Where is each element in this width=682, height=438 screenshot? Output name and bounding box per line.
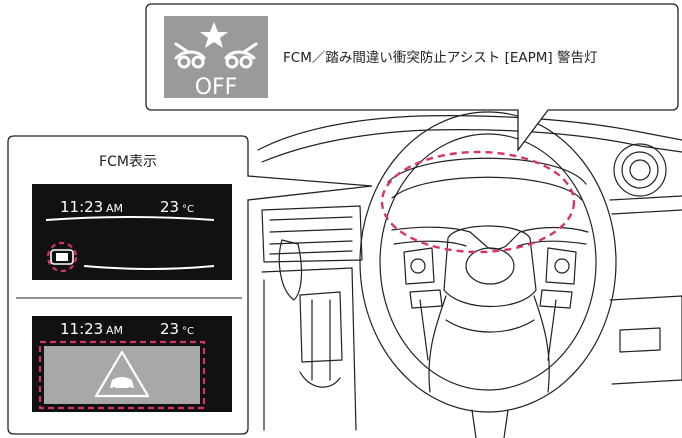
warning-screen-highlight [38,340,206,410]
fcm-car-indicator-icon [50,249,74,265]
meter-highlight [380,150,576,254]
temperature-value: 23 [160,198,179,216]
indicator-highlight [46,241,78,273]
clock-time: 11:23 [60,320,103,338]
collision-warning-icon [94,350,150,398]
warning-light-label: FCM／踏み間違い衝突防止アシスト [EAPM] 警告灯 [283,50,597,66]
fcm-display-panel: FCM表示 11:23 AM 23 °C 11:23 AM 23 °C [7,135,373,435]
fcm-collision-icon [174,22,258,69]
fcm-panel-title: FCM表示 [99,154,157,170]
temperature-unit: °C [182,204,194,215]
callout-bubble [145,3,679,152]
temperature-value: 23 [160,320,179,338]
display-divider [83,265,215,270]
clock-time: 11:23 [60,198,103,216]
display-divider [45,216,215,221]
dashboard-illustration [257,111,682,438]
icon-off-text: OFF [195,75,238,100]
clock-ampm: AM [106,324,123,337]
clock-ampm: AM [106,202,123,215]
warning-callout: OFF FCM／踏み間違い衝突防止アシスト [EAPM] 警告灯 [145,3,679,152]
temperature-unit: °C [182,326,194,337]
fcm-warning-screen [44,346,200,404]
